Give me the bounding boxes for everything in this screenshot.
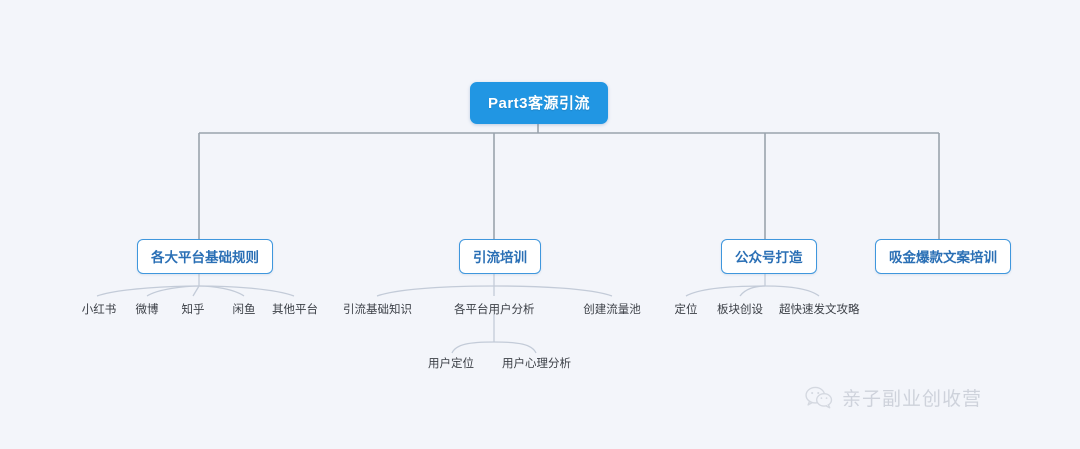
edge-b2-leaf-3 <box>493 285 613 297</box>
edge-b3-leaf-1 <box>685 285 766 297</box>
watermark-text: 亲子副业创收营 <box>842 388 983 410</box>
node-leaf-user-positioning[interactable]: 用户定位 <box>428 358 474 370</box>
node-leaf-weibo[interactable]: 微博 <box>135 304 159 316</box>
edge-b1-leaf-4 <box>198 285 245 297</box>
edge-b1-leaf-1 <box>96 285 200 297</box>
node-leaf-traffic-basics[interactable]: 引流基础知识 <box>343 304 412 316</box>
wechat-icon <box>805 386 833 410</box>
edge-b3-leaf-3 <box>764 285 820 297</box>
node-leaf-user-psychology-analysis[interactable]: 用户心理分析 <box>502 358 571 370</box>
edge-b3-leaf-2 <box>739 285 766 297</box>
node-leaf-zhihu[interactable]: 知乎 <box>181 304 205 316</box>
node-leaf-fast-posting-strategy[interactable]: 超快速发文攻略 <box>779 304 860 316</box>
edge-b2s-leaf-1 <box>451 341 495 354</box>
node-leaf-section-setup[interactable]: 板块创设 <box>717 304 763 316</box>
node-leaf-other-platforms[interactable]: 其他平台 <box>272 304 318 316</box>
watermark: 亲子副业创收营 <box>805 384 982 411</box>
edge-b2s-leaf-2 <box>493 341 537 354</box>
edge-b1-leaf-2 <box>146 285 200 297</box>
node-branch-copywriting-training[interactable]: 吸金爆款文案培训 <box>875 239 1011 274</box>
node-root[interactable]: Part3客源引流 <box>470 82 609 124</box>
node-leaf-build-traffic-pool[interactable]: 创建流量池 <box>583 304 641 316</box>
node-branch-traffic-training[interactable]: 引流培训 <box>459 239 541 274</box>
node-branch-platform-rules[interactable]: 各大平台基础规则 <box>137 239 273 274</box>
node-leaf-platform-user-analysis[interactable]: 各平台用户分析 <box>454 304 535 316</box>
node-leaf-positioning[interactable]: 定位 <box>674 304 698 316</box>
edge-b1-leaf-3 <box>192 285 200 297</box>
edge-b2-leaf-1 <box>376 285 495 297</box>
node-branch-official-account[interactable]: 公众号打造 <box>721 239 817 274</box>
node-leaf-xianyu[interactable]: 闲鱼 <box>232 304 256 316</box>
node-leaf-xiaohongshu[interactable]: 小红书 <box>81 304 117 316</box>
edge-b1-leaf-5 <box>198 285 295 297</box>
